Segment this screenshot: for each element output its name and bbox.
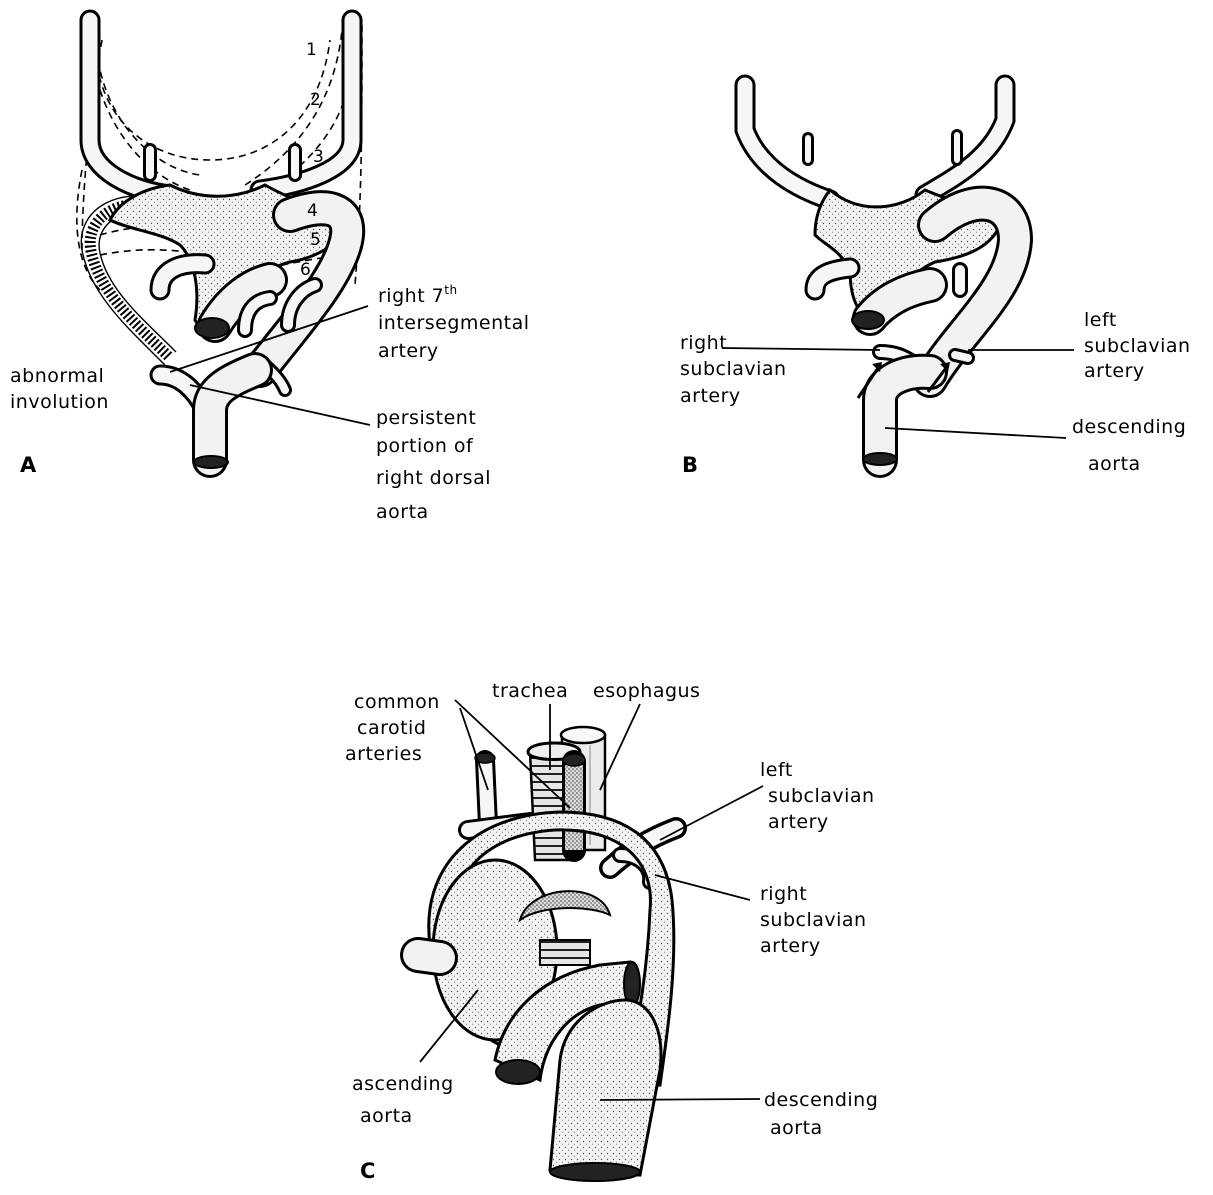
panel-b-vessels — [745, 85, 1015, 465]
label-c-descending-line1: descending — [764, 1089, 878, 1111]
leader-c-left-subclavian — [660, 786, 763, 840]
arch-number-6: 6 — [300, 260, 311, 280]
label-c-common-line3: arteries — [345, 743, 422, 765]
descending-aorta-shape — [550, 1000, 661, 1175]
leader-c-common-carotid-1 — [460, 708, 488, 790]
label-c-right-subclavian-line3: artery — [760, 935, 821, 957]
label-b-descending-line2: aorta — [1088, 453, 1141, 475]
leader-b-right-subclavian — [722, 348, 880, 350]
label-b-right-subclavian-line2: subclavian — [680, 358, 787, 380]
panel-letter-b: B — [682, 453, 698, 477]
label-c-trachea: trachea — [492, 680, 568, 702]
label-c-left-subclavian-line1: left — [760, 759, 793, 781]
label-b-descending-line1: descending — [1072, 416, 1186, 438]
label-persistent-line4: aorta — [376, 501, 429, 523]
arch-number-4: 4 — [307, 201, 318, 221]
arch-number-5: 5 — [310, 230, 321, 250]
label-c-ascending-line1: ascending — [352, 1073, 454, 1095]
arch-number-1: 1 — [306, 40, 317, 60]
panel-c-structures — [418, 727, 676, 1181]
label-b-right-subclavian-line1: right — [680, 332, 727, 354]
label-c-right-subclavian-line2: subclavian — [760, 909, 867, 931]
label-c-left-subclavian-line2: subclavian — [768, 785, 875, 807]
label-c-right-subclavian-line1: right — [760, 883, 807, 905]
label-b-left-subclavian-line1: left — [1084, 309, 1117, 331]
label-c-descending-line2: aorta — [770, 1117, 823, 1139]
label-b-left-subclavian-line3: artery — [1084, 360, 1145, 382]
label-c-common-line2: carotid — [357, 717, 426, 739]
arch-number-3: 3 — [313, 147, 324, 167]
label-abnormal-line1: abnormal — [10, 365, 104, 387]
label-right-7th-line3: artery — [378, 340, 439, 362]
panel-c: common carotid arteries trachea esophagu… — [345, 680, 878, 1183]
label-persistent-line3: right dorsal — [376, 467, 491, 489]
label-right-7th-sup: th — [444, 283, 457, 297]
label-c-esophagus: esophagus — [593, 680, 700, 702]
panel-letter-c: C — [360, 1159, 375, 1183]
leader-b-descending — [885, 428, 1066, 438]
label-b-left-subclavian-line2: subclavian — [1084, 335, 1191, 357]
label-right-7th-line1: right 7th — [378, 283, 458, 307]
leader-c-descending — [600, 1099, 760, 1100]
label-abnormal-line2: involution — [10, 391, 109, 413]
label-c-left-subclavian-line3: artery — [768, 811, 829, 833]
panel-letter-a: A — [20, 453, 37, 477]
label-right-7th-line2: intersegmental — [378, 312, 530, 334]
panel-b: right subclavian artery left subclavian … — [680, 85, 1191, 477]
label-c-common-line1: common — [354, 691, 440, 713]
label-c-ascending-line2: aorta — [360, 1105, 413, 1127]
panel-a: 1 2 3 4 5 6 right 7th intersegmental art… — [10, 20, 530, 523]
label-b-right-subclavian-line3: artery — [680, 385, 741, 407]
label-persistent-line2: portion of — [376, 435, 474, 457]
label-persistent-line1: persistent — [376, 407, 476, 429]
arch-number-2: 2 — [310, 90, 321, 110]
